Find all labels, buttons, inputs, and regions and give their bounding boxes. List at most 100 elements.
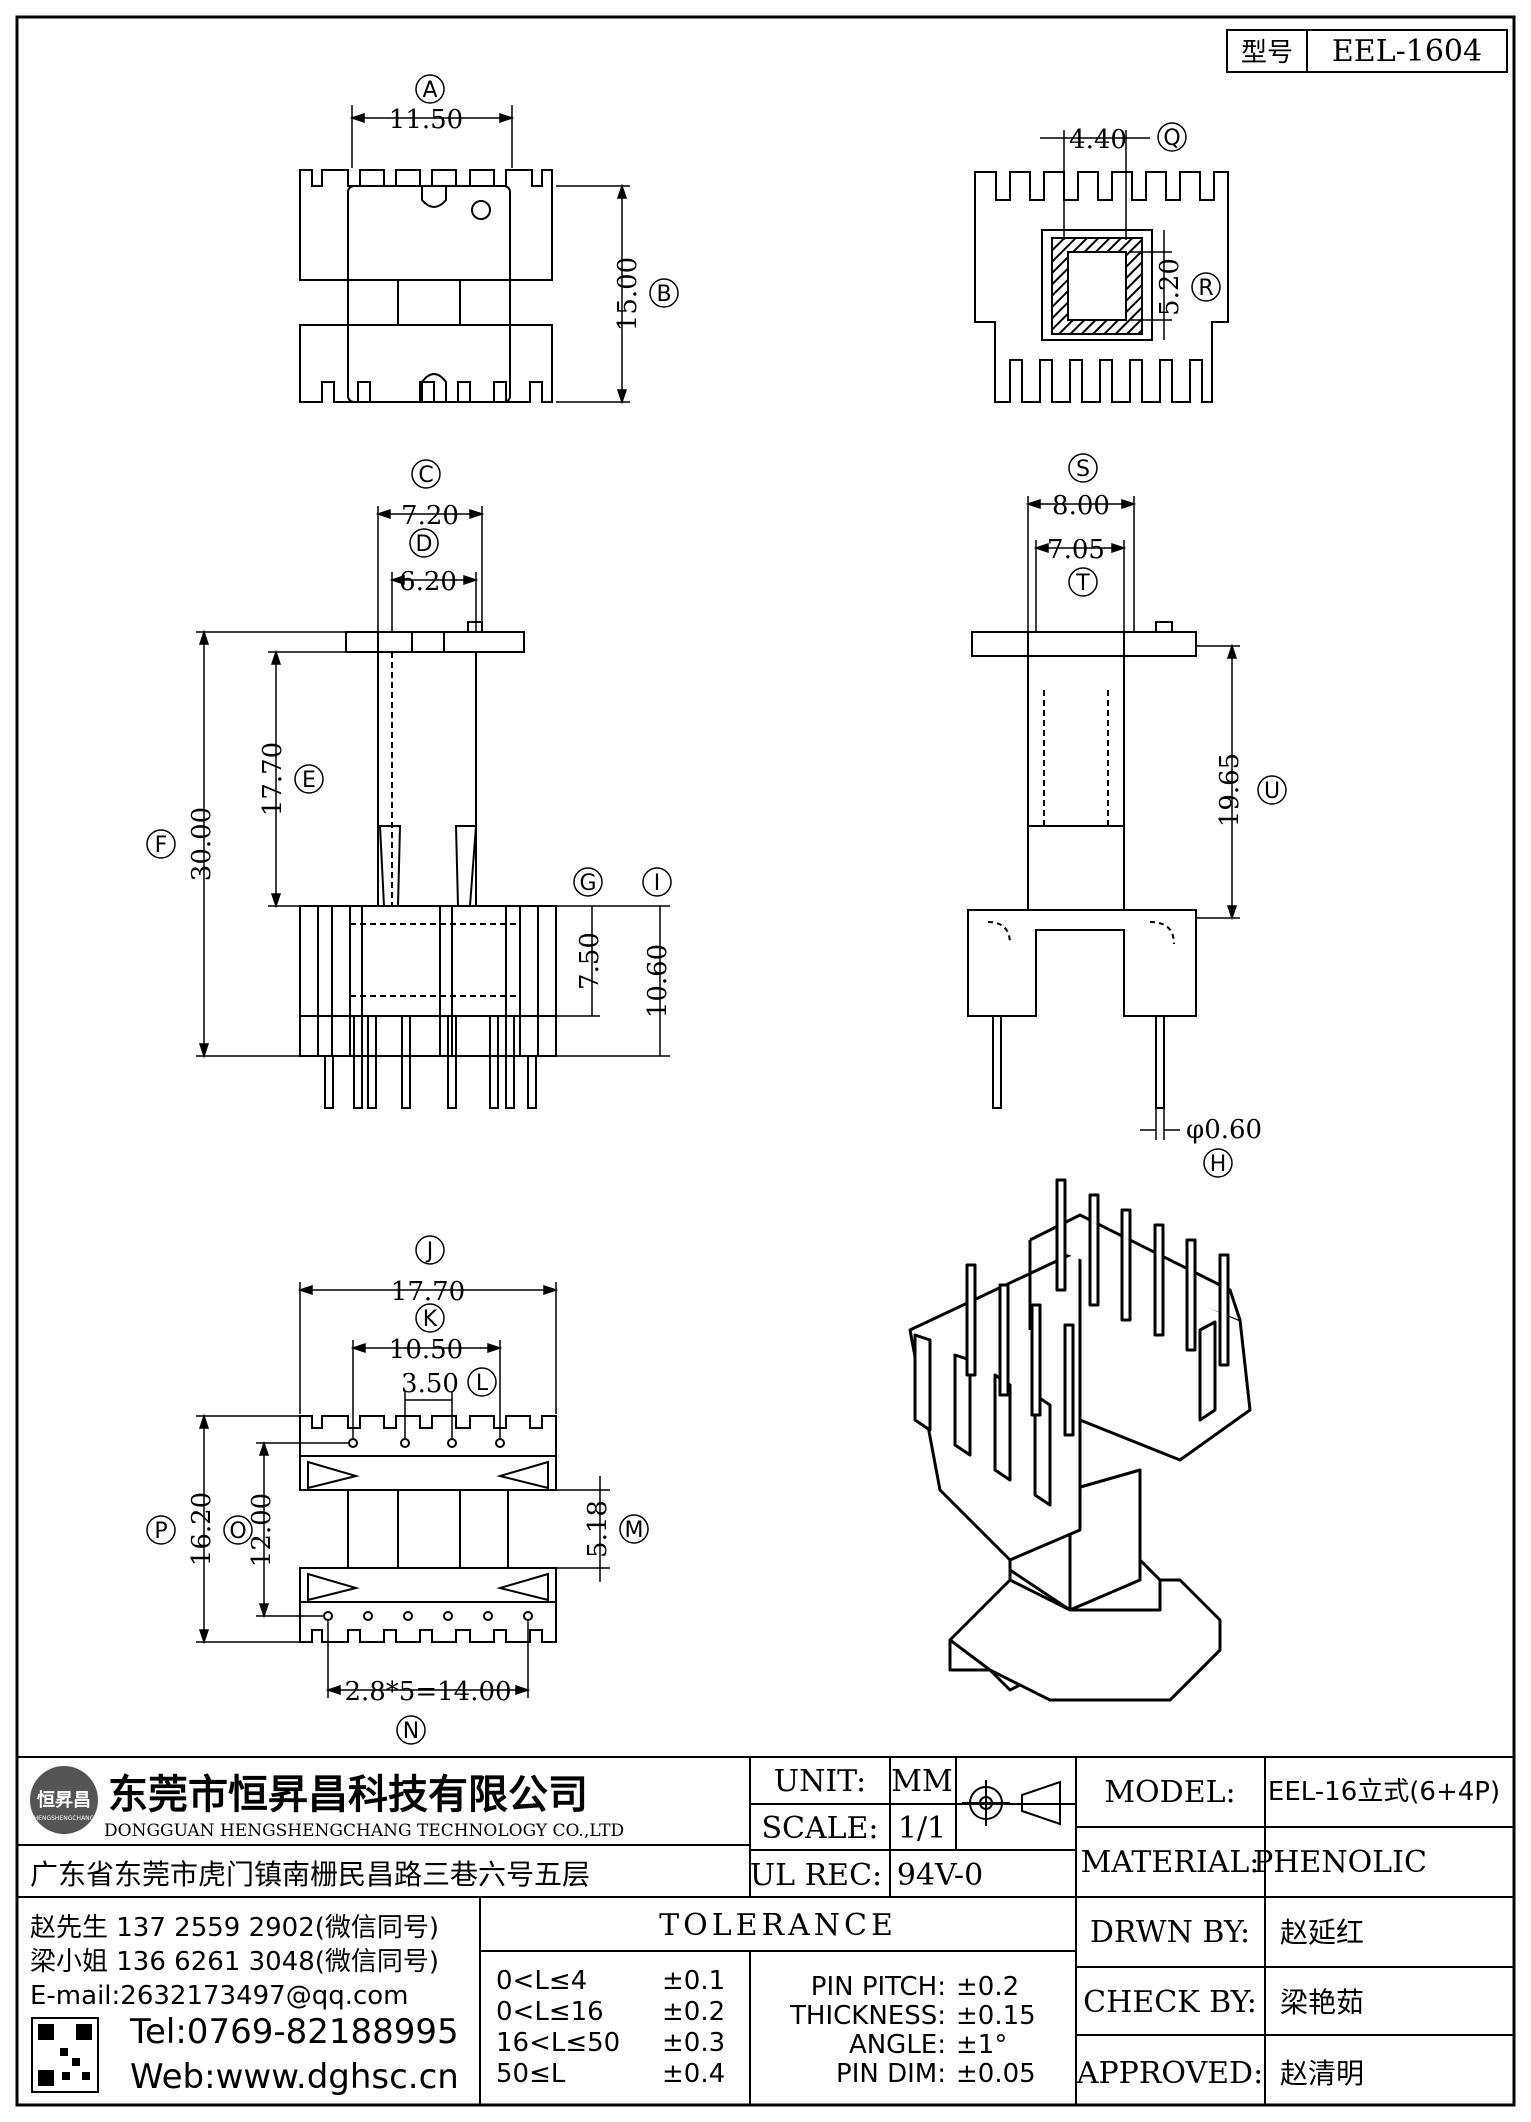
bottom-view: [299, 1415, 557, 1643]
dim-S: [1025, 496, 1137, 632]
check-value: 梁艳茹: [1280, 1986, 1364, 2019]
dim-E-value: 17.70: [258, 742, 288, 816]
dim-H-value: φ0.60: [1186, 1115, 1262, 1145]
marker-S-label: S: [1076, 457, 1090, 482]
dim-Q: [1040, 130, 1150, 240]
side-view: [967, 621, 1197, 1109]
unit-value: MM: [891, 1764, 952, 1799]
dim-R: [1130, 230, 1172, 340]
dim-S-value: 8.00: [1052, 491, 1110, 521]
dim-E: [268, 649, 378, 909]
dim-A: [349, 105, 515, 168]
dim-K-value: 10.50: [389, 1335, 463, 1365]
dim-G-value: 7.50: [575, 932, 605, 990]
marker-O-label: O: [229, 1519, 246, 1544]
dim-P: [196, 1413, 300, 1645]
dim-F-value: 30.00: [187, 807, 217, 881]
marker-N: [396, 1715, 426, 1745]
company-name-en: DONGGUAN HENGSHENGCHANG TECHNOLOGY CO.,L…: [104, 1821, 624, 1841]
marker-C: [411, 459, 441, 489]
company-address: 广东省东莞市虎门镇南栅民昌路三巷六号五层: [30, 1858, 590, 1891]
tol-range-1: 0<L≤4: [496, 1966, 587, 1996]
tel: Tel:0769-82188995: [129, 2012, 459, 2052]
thickness-label: THICKNESS:: [789, 2001, 946, 2031]
marker-U-label: U: [1264, 779, 1280, 804]
marker-L-label: L: [476, 1371, 489, 1396]
dim-M: [556, 1476, 610, 1582]
marker-R: [1191, 272, 1221, 302]
marker-B: [649, 278, 679, 308]
tol-value-1: ±0.1: [662, 1966, 725, 1996]
model-value: EEL-16立式(6+4P): [1268, 1777, 1500, 1807]
tol-value-4: ±0.4: [662, 2059, 725, 2089]
marker-D-label: D: [416, 532, 433, 557]
approved-label: APPROVED:: [1076, 2056, 1263, 2091]
company-name-cn: 东莞市恒昇昌科技有限公司: [108, 1772, 588, 1818]
dim-N: [325, 1620, 531, 1698]
angle-value: ±1°: [956, 2030, 1007, 2060]
dim-C-value: 7.20: [401, 501, 459, 531]
model-box: 型号 EEL-1604: [1226, 29, 1508, 73]
ul-value: 94V-0: [897, 1858, 983, 1893]
dim-H: [1140, 1108, 1180, 1140]
marker-C-label: C: [418, 463, 433, 488]
pin-dim-label: PIN DIM:: [836, 2059, 946, 2089]
marker-J-label: J: [425, 1239, 434, 1264]
marker-G: [573, 867, 603, 897]
dim-U-value: 19.65: [1215, 753, 1245, 827]
dim-C: [375, 506, 485, 632]
svg-text:HENGSHENGCHANG: HENGSHENGCHANG: [34, 1815, 95, 1822]
dim-R-value: 5.20: [1155, 258, 1185, 316]
dim-O: [256, 1440, 350, 1619]
marker-B-label: B: [656, 282, 671, 307]
marker-F-label: F: [155, 833, 168, 858]
pin-dim-value: ±0.05: [956, 2059, 1036, 2089]
thickness-value: ±0.15: [956, 2001, 1036, 2031]
top-view: [299, 169, 553, 403]
marker-P: [146, 1515, 176, 1545]
pin-pitch-label: PIN PITCH:: [811, 1972, 946, 2002]
dim-T-value: 7.05: [1047, 535, 1105, 565]
pin-pitch-value: ±0.2: [956, 1972, 1019, 2002]
marker-T: [1068, 567, 1098, 597]
dim-I: [556, 906, 670, 1057]
dim-M-value: 5.18: [583, 1500, 613, 1558]
sheet-border: [15, 15, 1516, 2107]
marker-J: [415, 1235, 445, 1265]
dim-J-value: 17.70: [391, 1277, 465, 1307]
material-value: PHENOLIC: [1253, 1845, 1427, 1880]
title-block: [17, 1756, 1514, 2105]
front-view: [299, 621, 557, 1109]
marker-D: [409, 528, 439, 558]
scale-label: SCALE:: [761, 1811, 878, 1846]
dim-I-value: 10.60: [643, 944, 673, 1018]
tol-range-3: 16<L≤50: [496, 2028, 620, 2058]
marker-H: [1203, 1148, 1233, 1178]
marker-M: [619, 1514, 649, 1544]
web: Web:www.dghsc.cn: [130, 2057, 459, 2097]
marker-Q: [1157, 122, 1187, 152]
marker-A: [415, 74, 445, 104]
qr-code-icon: [31, 2017, 99, 2093]
check-label: CHECK BY:: [1083, 1985, 1257, 2020]
dim-D-value: 6.20: [399, 567, 457, 597]
dim-Q-value: 4.40: [1069, 125, 1127, 155]
contact-1: 赵先生 137 2559 2902(微信同号): [30, 1913, 439, 1943]
svg-text:恒昇昌: 恒昇昌: [37, 1789, 91, 1811]
marker-G-label: G: [579, 871, 596, 896]
model-box-value: EEL-1604: [1332, 34, 1482, 69]
dim-B: [556, 183, 630, 405]
dim-J: [297, 1282, 559, 1414]
dim-G: [556, 905, 670, 1017]
marker-Q-label: Q: [1163, 126, 1180, 151]
material-label: MATERIAL:: [1081, 1845, 1260, 1880]
marker-R-label: R: [1198, 276, 1213, 301]
drwn-label: DRWN BY:: [1090, 1915, 1250, 1950]
marker-S: [1068, 453, 1098, 483]
marker-A-label: A: [422, 78, 437, 103]
marker-F: [146, 829, 176, 859]
email: E-mail:2632173497@qq.com: [30, 1981, 409, 2011]
marker-H-label: H: [1210, 1152, 1227, 1177]
approved-value: 赵清明: [1280, 2057, 1364, 2090]
tol-value-2: ±0.2: [662, 1997, 725, 2027]
